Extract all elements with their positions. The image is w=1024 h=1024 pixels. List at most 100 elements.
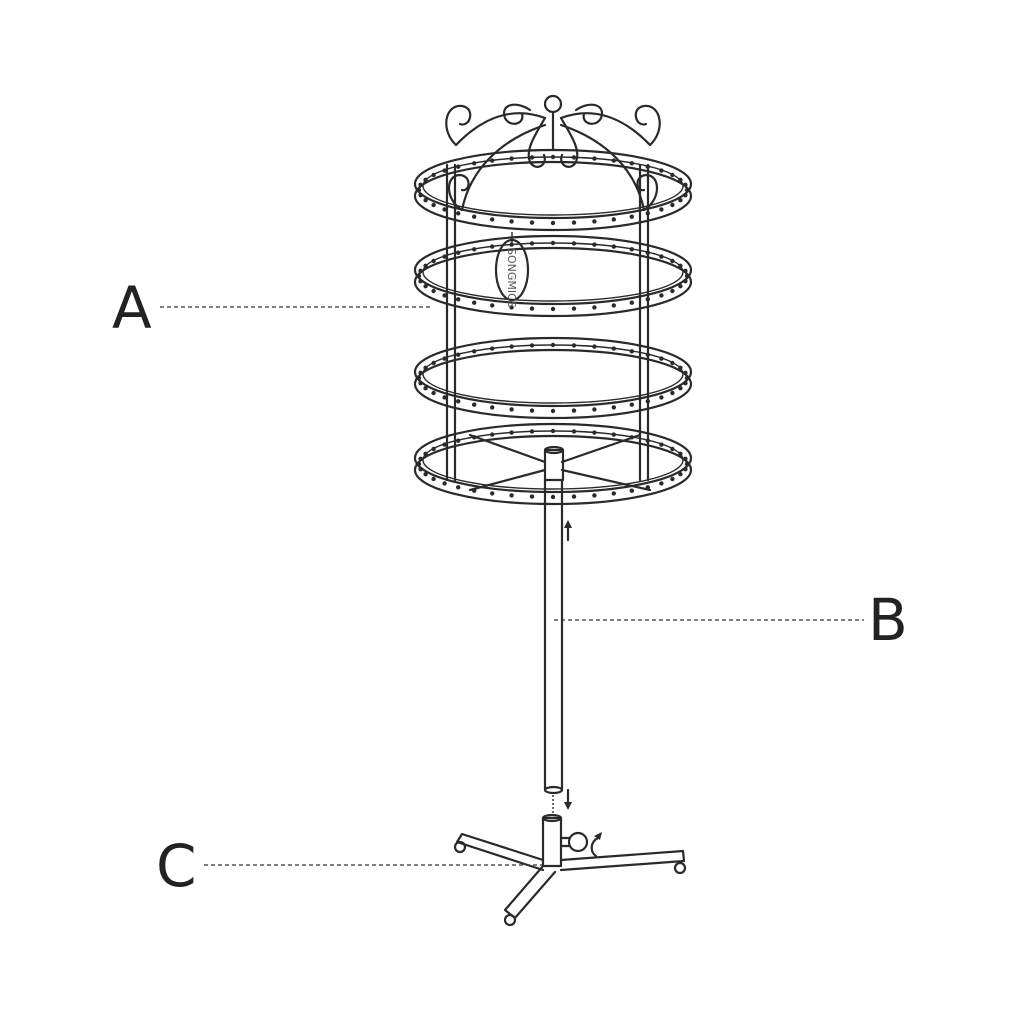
- ring-hole: [416, 187, 422, 193]
- arrow-down-icon: [564, 788, 572, 810]
- ring-hole: [416, 375, 422, 381]
- ring-hole: [645, 438, 650, 443]
- ring-hole: [442, 293, 447, 298]
- ring-hole: [629, 349, 634, 354]
- ring-hole: [490, 346, 495, 351]
- ring-hole: [490, 491, 495, 496]
- callout-b-label: B: [868, 586, 908, 654]
- ring-hole: [529, 155, 535, 160]
- ring-hole: [645, 297, 650, 302]
- ring-top-edge: [413, 336, 693, 408]
- ring-hole: [418, 381, 423, 386]
- ring-hole: [442, 207, 447, 212]
- ring-hole: [659, 356, 664, 361]
- ring-hole: [529, 343, 535, 348]
- brand-tag-text: SONGMICS: [505, 248, 518, 308]
- ring-hole: [611, 405, 616, 410]
- ring-hole: [456, 164, 461, 169]
- ring-hole: [592, 242, 597, 247]
- ring-hole: [423, 198, 428, 203]
- ring-hole: [472, 349, 477, 354]
- ring-hole: [611, 217, 616, 222]
- pole: [543, 478, 572, 815]
- ring-hole: [592, 430, 597, 435]
- ring-hole: [431, 476, 436, 482]
- ring-hole: [472, 300, 477, 305]
- ring-hole: [423, 365, 428, 370]
- ring-hole: [442, 395, 447, 400]
- ring-hole: [659, 168, 664, 173]
- ring-hole: [550, 494, 556, 500]
- ring-hole: [659, 481, 664, 486]
- ring-hole: [550, 306, 556, 312]
- ring-hole: [629, 488, 634, 493]
- ring-hole: [571, 343, 577, 348]
- ring-hole: [456, 438, 461, 443]
- ring-hole: [431, 288, 436, 294]
- ring-hole: [684, 273, 690, 279]
- ring-hole: [678, 284, 683, 289]
- ring-inner-edge: [422, 156, 684, 216]
- ring-hole: [670, 202, 675, 208]
- ring-top-edge: [413, 148, 693, 220]
- ring-hole: [472, 214, 477, 219]
- ring-tier-1: [413, 148, 693, 232]
- ring-hole: [645, 250, 650, 255]
- ring-top-edge: [413, 234, 693, 306]
- ring-hole: [683, 193, 688, 198]
- ring-hole: [670, 172, 675, 178]
- ring-hole: [629, 214, 634, 219]
- ring-hole: [509, 219, 514, 224]
- ring-bottom-edge: [413, 246, 693, 318]
- ring-hole: [629, 161, 634, 166]
- ring-hole: [659, 442, 664, 447]
- ring-hole: [416, 273, 422, 279]
- ring-hole: [659, 254, 664, 259]
- ring-hole: [670, 446, 675, 452]
- ring-hole: [423, 284, 428, 289]
- callout-a-label: A: [112, 274, 152, 342]
- ring-tier-3: [413, 336, 693, 420]
- ring-hole: [592, 493, 597, 498]
- ring-bottom-edge: [413, 434, 693, 506]
- brand-tag: SONGMICS: [494, 232, 530, 308]
- ring-hole: [442, 481, 447, 486]
- ring-hole: [423, 451, 428, 456]
- ring-hole: [629, 402, 634, 407]
- ring-hole: [423, 263, 428, 268]
- ring-hole: [529, 220, 535, 225]
- ring-hole: [571, 241, 577, 246]
- ring-tier-2: [413, 234, 693, 318]
- decorative-crown: [445, 94, 661, 212]
- ring-hole: [611, 432, 616, 437]
- ring-hole: [670, 360, 675, 366]
- ring-hole: [659, 395, 664, 400]
- ring-hole: [683, 268, 688, 273]
- ring-hole: [418, 370, 423, 375]
- ring-hole: [442, 356, 447, 361]
- ring-top-edge: [413, 422, 693, 494]
- ring-inner-edge: [422, 344, 684, 404]
- ring-hole: [423, 177, 428, 182]
- ring-hole: [611, 244, 616, 249]
- callout-b: B: [554, 586, 908, 654]
- ring-hole: [456, 485, 461, 490]
- ring-hole: [611, 303, 616, 308]
- ring-hole: [678, 263, 683, 268]
- ring-hole: [678, 472, 683, 477]
- ring-hole: [431, 360, 436, 366]
- ring-hole: [456, 250, 461, 255]
- ring-hole: [490, 303, 495, 308]
- ring-hole: [592, 344, 597, 349]
- ring-hole: [645, 352, 650, 357]
- callout-a: A: [112, 274, 432, 342]
- ring-hole: [529, 429, 535, 434]
- ring-hole: [418, 279, 423, 284]
- ring-hole: [509, 493, 514, 498]
- ring-hole: [611, 491, 616, 496]
- ring-hole: [431, 202, 436, 208]
- ring-hole: [571, 494, 577, 499]
- ring-hole: [456, 211, 461, 216]
- ring-hole: [550, 154, 556, 160]
- ring-hole: [670, 390, 675, 396]
